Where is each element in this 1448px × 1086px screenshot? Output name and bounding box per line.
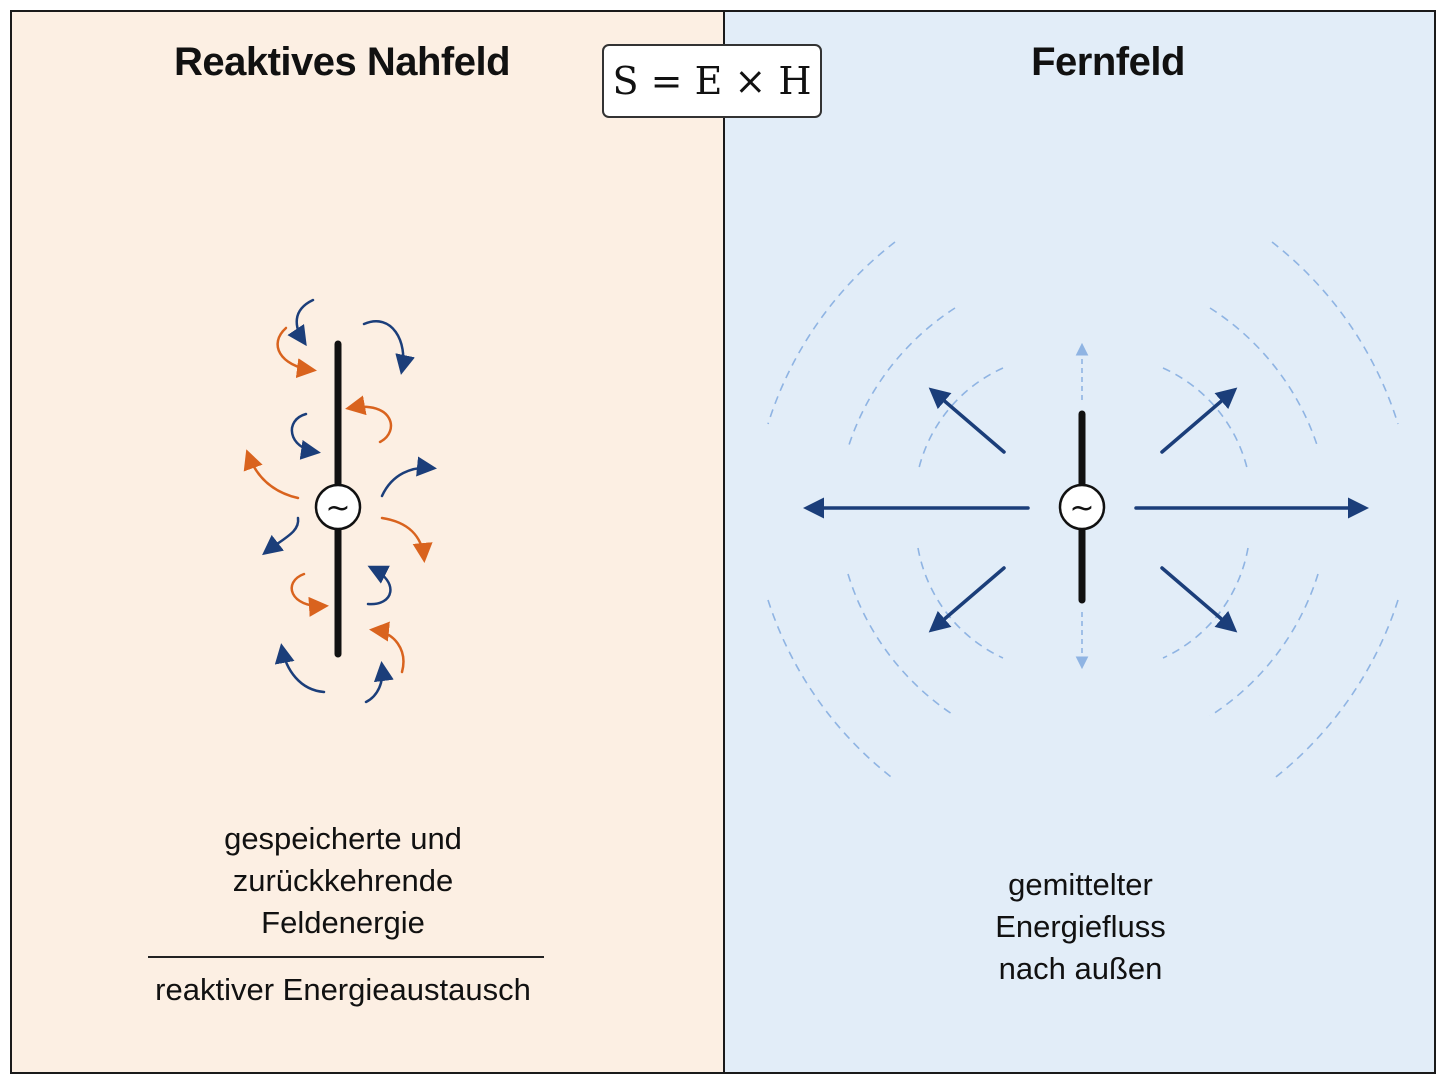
wavefront-arc bbox=[767, 241, 896, 425]
wavefront-arc bbox=[847, 573, 956, 717]
wavefront-arc bbox=[767, 599, 896, 781]
near-field-arrows bbox=[243, 298, 437, 704]
near-field-panel: Reaktives Nahfeld gespeicherte und zurüc… bbox=[12, 12, 725, 1072]
radial-arrow-icon bbox=[928, 387, 1006, 454]
near-field-subcaption: reaktiver Energieaustausch bbox=[155, 972, 531, 1007]
wavefront-arc bbox=[1209, 307, 1319, 449]
curved-arrow-icon bbox=[290, 572, 329, 617]
near-field-caption-line: zurückkehrende bbox=[232, 863, 454, 898]
near-field-title: Reaktives Nahfeld bbox=[173, 40, 511, 84]
caption-divider bbox=[148, 956, 544, 958]
far-field-caption-line: Energiefluss bbox=[995, 909, 1166, 944]
radial-arrow-icon bbox=[928, 566, 1006, 633]
curved-arrow-icon bbox=[274, 643, 326, 694]
wavefront-arc bbox=[1271, 241, 1399, 425]
radial-arrow-icon bbox=[1160, 566, 1238, 633]
curved-arrow-icon bbox=[262, 516, 300, 556]
far-field-caption-line: gemittelter bbox=[1008, 867, 1153, 902]
far-field-wavefronts bbox=[767, 241, 1399, 781]
curved-arrow-icon bbox=[380, 516, 433, 563]
poynting-formula: S = E × H bbox=[602, 44, 822, 118]
far-field-title: Fernfeld bbox=[1031, 40, 1185, 84]
wavefront-arc bbox=[917, 367, 1004, 473]
field-diagram: ~ bbox=[243, 241, 1399, 781]
near-field-caption: gespeicherte und zurückkehrende Feldener… bbox=[142, 818, 544, 944]
radial-arrow-icon bbox=[1160, 387, 1238, 454]
curved-arrow-icon bbox=[369, 621, 405, 674]
ac-source-symbol: ~ bbox=[325, 491, 350, 526]
curved-arrow-icon bbox=[290, 412, 321, 460]
wavefront-arc bbox=[1271, 599, 1399, 781]
curved-arrow-icon bbox=[364, 661, 394, 704]
curved-arrow-icon bbox=[345, 395, 393, 444]
wavefront-arc bbox=[1209, 573, 1319, 717]
ac-source-icon: ~ bbox=[1058, 483, 1106, 531]
near-field-caption-line: Feldenergie bbox=[261, 905, 425, 940]
diagram-frame: Reaktives Nahfeld gespeicherte und zurüc… bbox=[10, 10, 1436, 1074]
wavefront-arc bbox=[1162, 367, 1249, 473]
curved-arrow-icon bbox=[380, 456, 437, 498]
ac-source-icon: ~ bbox=[314, 483, 362, 531]
near-field-caption-line: gespeicherte und bbox=[224, 821, 462, 856]
curved-arrow-icon bbox=[287, 298, 315, 347]
curved-arrow-icon bbox=[362, 320, 415, 375]
far-field-radial-arrows bbox=[803, 387, 1369, 633]
wavefront-arc bbox=[847, 307, 956, 449]
ac-source-symbol: ~ bbox=[1069, 491, 1094, 526]
far-field-caption-line: nach außen bbox=[998, 951, 1163, 986]
curved-arrow-icon bbox=[276, 326, 317, 379]
curved-arrow-icon bbox=[366, 565, 392, 606]
curved-arrow-icon bbox=[243, 449, 300, 500]
far-field-caption: gemittelter Energiefluss nach außen bbox=[725, 864, 1434, 990]
